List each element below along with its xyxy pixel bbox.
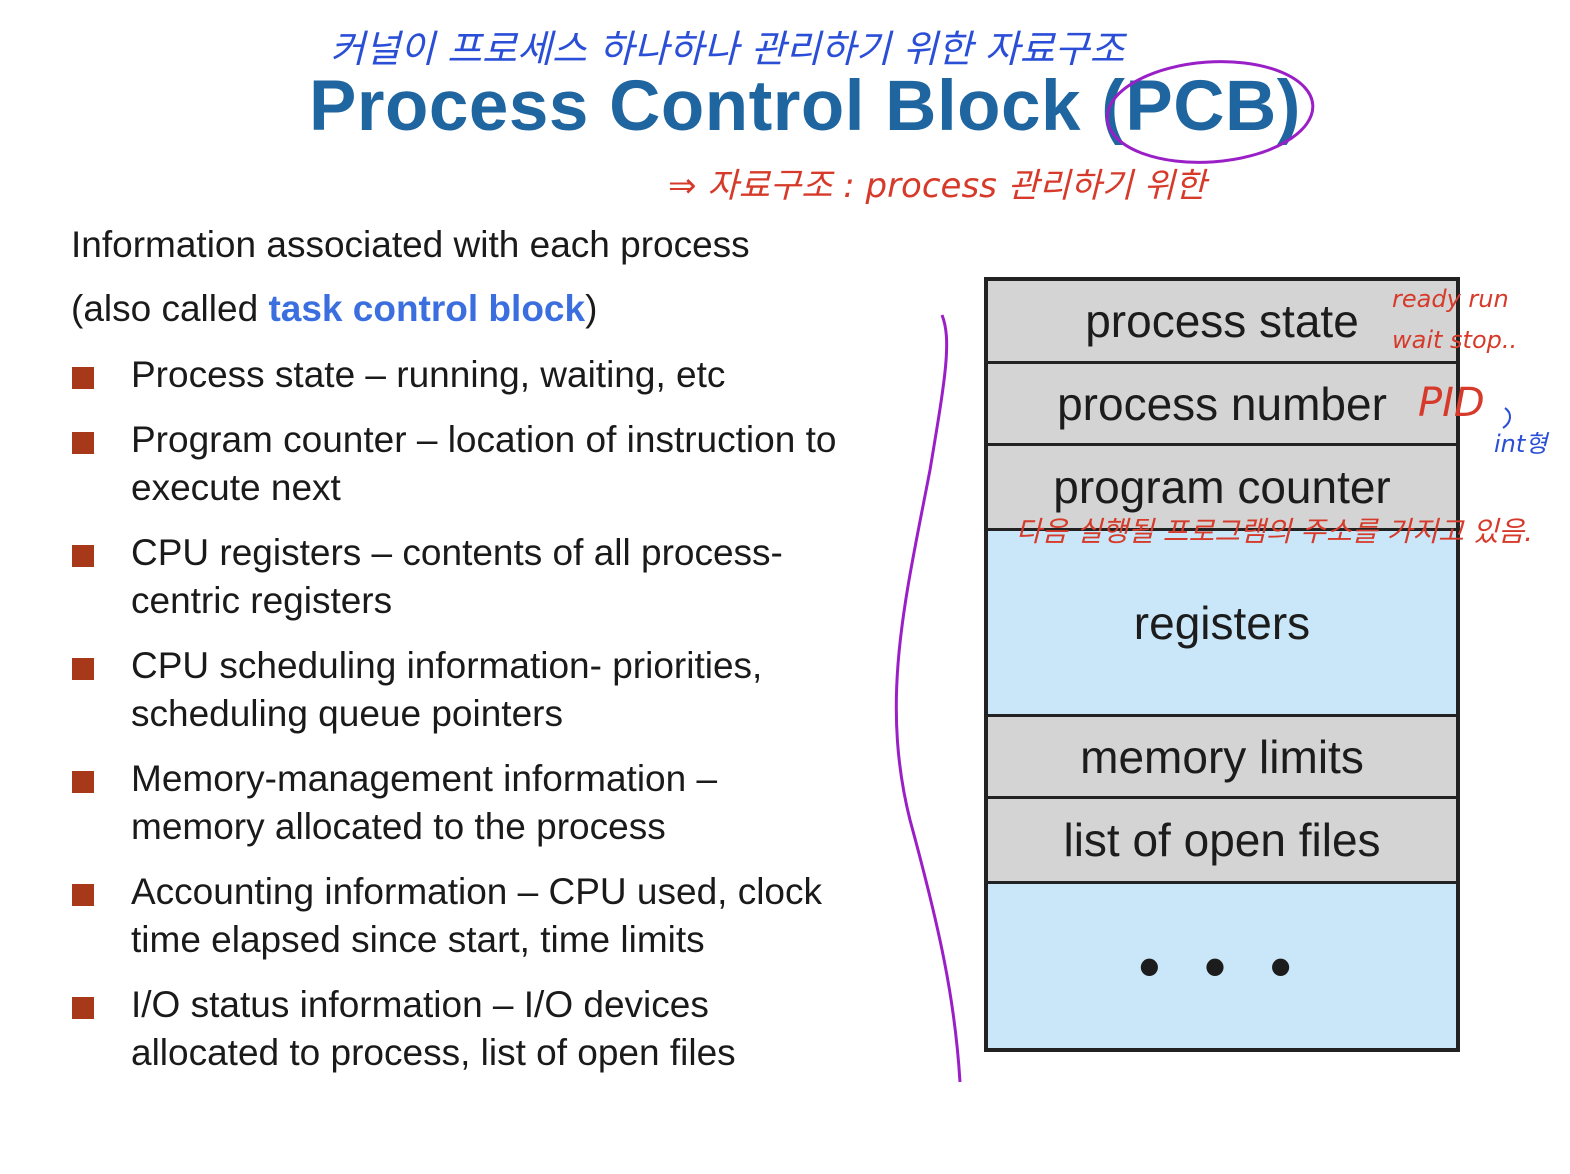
bullet-item: Memory-management information – memory a… (72, 755, 912, 851)
bullet-item: Program counter – location of instructio… (72, 416, 912, 512)
blue-tick-mark (1502, 407, 1511, 429)
pcb-diagram: process state process number program cou… (984, 277, 1460, 1052)
bullet-text: I/O status information – I/O devices all… (131, 984, 736, 1073)
bullet-square-icon (72, 545, 94, 567)
bullet-square-icon (72, 884, 94, 906)
intro-line-also-called: (also called task control block) (71, 288, 597, 330)
pcb-cell-program-counter: program counter (988, 446, 1456, 531)
bullet-item: CPU registers – contents of all process-… (72, 529, 912, 625)
bullet-text: CPU registers – contents of all process-… (131, 532, 783, 621)
intro-prefix: (also called (71, 288, 269, 329)
handwritten-note-pid: PID (1418, 380, 1485, 426)
handwritten-note-under-title: ⇒ 자료구조 : process 관리하기 위한 (668, 166, 1207, 206)
task-control-block-term: task control block (268, 288, 586, 329)
handwritten-note-program-counter: 다음 실행될 프로그램의 주소를 가지고 있음. (1016, 515, 1534, 548)
pcb-cell-ellipsis: • • • (988, 884, 1456, 1048)
bullet-text: Accounting information – CPU used, clock… (131, 871, 823, 960)
bullet-text: Memory-management information – memory a… (131, 758, 718, 847)
handwritten-note-top: 커널이 프로세스 하나하나 관리하기 위한 자료구조 (330, 27, 1125, 71)
bullet-item: Process state – running, waiting, etc (72, 351, 912, 399)
intro-suffix: ) (585, 288, 598, 329)
pcb-cell-process-number: process number (988, 364, 1456, 446)
bullet-text: Program counter – location of instructio… (131, 419, 837, 508)
bullet-item: Accounting information – CPU used, clock… (72, 868, 912, 964)
purple-circle-mark (1105, 60, 1315, 164)
bullet-item: CPU scheduling information- priorities, … (72, 642, 912, 738)
bullet-square-icon (72, 771, 94, 793)
handwritten-note-states-1: ready run (1392, 285, 1509, 313)
pcb-cell-registers: registers (988, 531, 1456, 717)
bullet-square-icon (72, 997, 94, 1019)
purple-brace-mark (894, 314, 962, 1083)
bullet-square-icon (72, 367, 94, 389)
handwritten-note-int: int형 (1494, 430, 1548, 458)
bullet-square-icon (72, 432, 94, 454)
bullet-text: Process state – running, waiting, etc (131, 354, 726, 395)
bullet-text: CPU scheduling information- priorities, … (131, 645, 763, 734)
bullet-square-icon (72, 658, 94, 680)
pcb-cell-process-state: process state (988, 281, 1456, 364)
intro-line: Information associated with each process (71, 224, 750, 265)
pcb-cell-open-files: list of open files (988, 799, 1456, 884)
pcb-cell-memory-limits: memory limits (988, 717, 1456, 799)
handwritten-note-states-2: wait stop.. (1392, 326, 1518, 354)
bullet-item: I/O status information – I/O devices all… (72, 981, 912, 1077)
